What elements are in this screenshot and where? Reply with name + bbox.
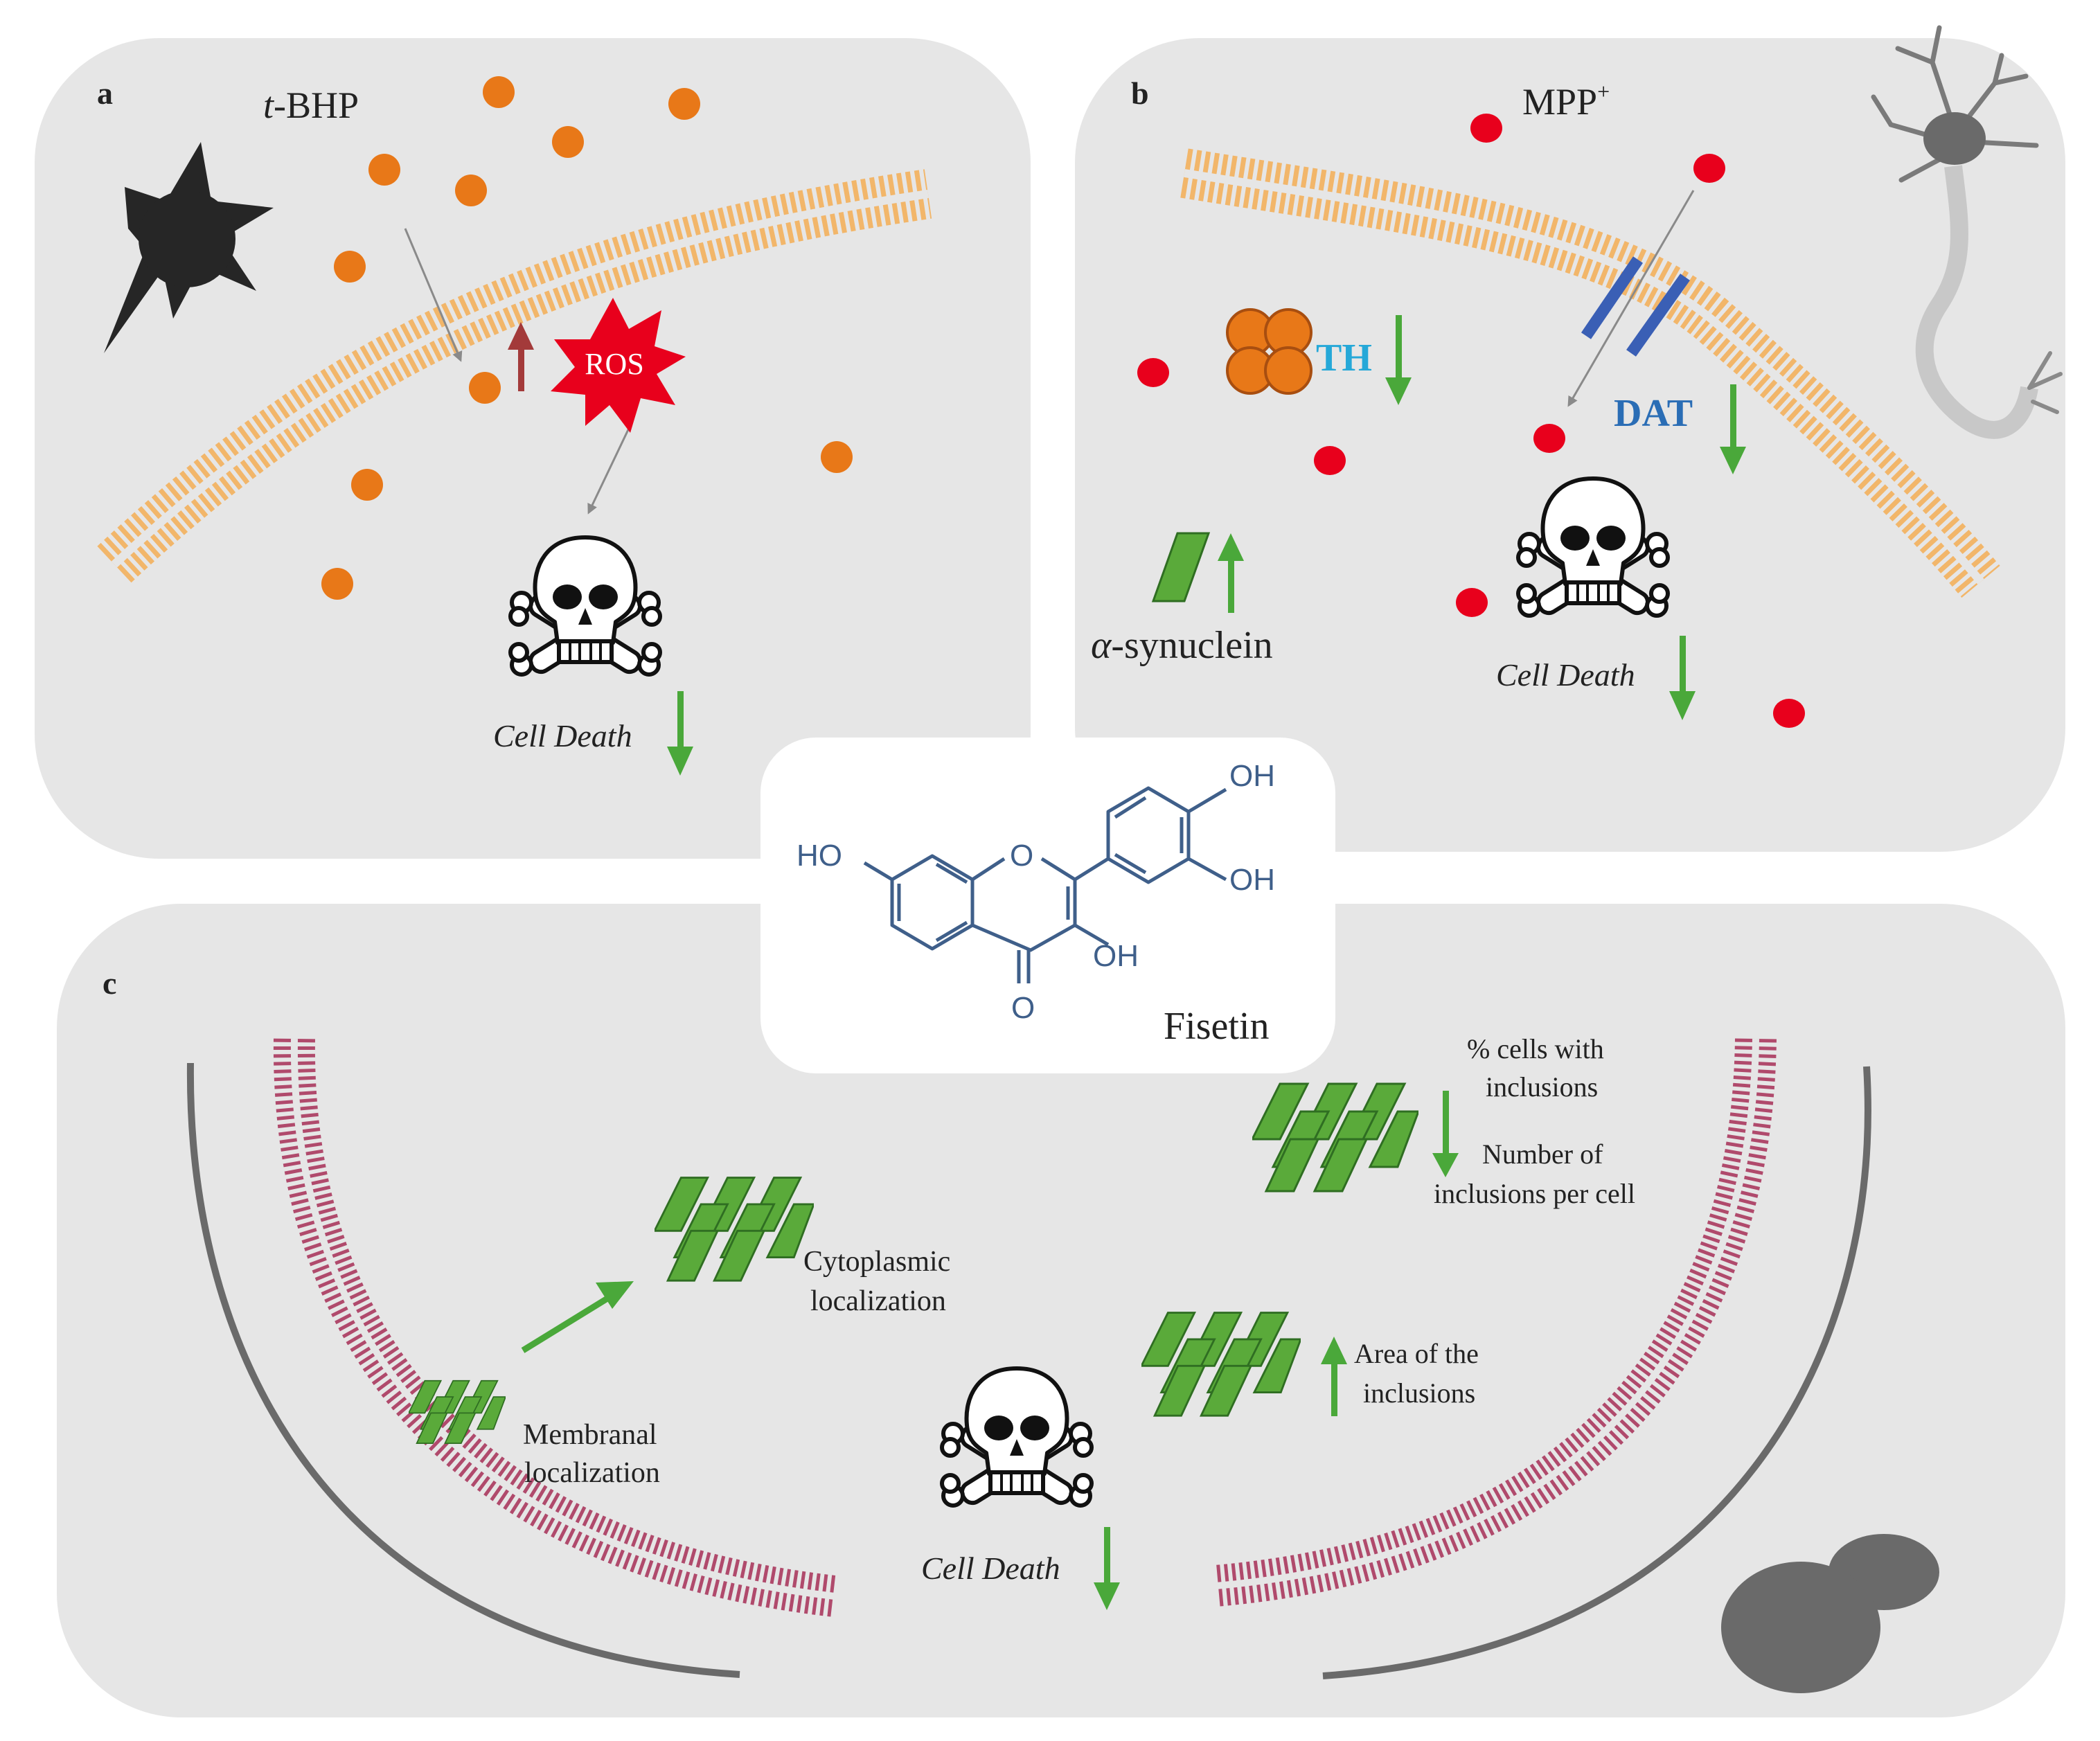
cell-death-a-label: Cell Death — [493, 718, 632, 753]
cell-death-c-decrease-arrow — [1094, 1527, 1120, 1610]
cells-with-line2: inclusions — [1486, 1071, 1598, 1102]
number-line2: inclusions per cell — [1434, 1178, 1635, 1209]
panel-b-label: b — [1131, 75, 1149, 111]
panel-a-label: a — [97, 75, 113, 111]
ros-burst-icon: ROS — [551, 298, 686, 433]
cytoplasmic-line2: localization — [810, 1285, 946, 1317]
cytoplasmic-line1: Cytoplasmic — [803, 1246, 950, 1278]
panel-c-label: c — [103, 965, 116, 1001]
atom-o-keto: O — [1011, 991, 1035, 1025]
area-line1: Area of the — [1354, 1338, 1479, 1369]
cell-death-a-decrease-arrow — [667, 691, 693, 776]
area-line2: inclusions — [1363, 1377, 1475, 1409]
glial-cell-icon — [104, 142, 274, 353]
cell-death-c-label: Cell Death — [921, 1551, 1060, 1586]
th-enzyme-icon — [1226, 308, 1312, 395]
neuron-icon — [1871, 25, 2063, 439]
atom-o-ring: O — [1010, 839, 1033, 873]
ros-label: ROS — [585, 347, 644, 381]
panel-a: a t-BHP ROS — [97, 75, 932, 776]
number-line1: Number of — [1482, 1139, 1603, 1170]
cell-death-b-decrease-arrow — [1669, 636, 1696, 720]
alpha-synuclein-increase-arrow — [1218, 533, 1244, 613]
alpha-synuclein-icon — [1151, 532, 1211, 602]
tbhp-label: t-BHP — [263, 84, 359, 126]
mpp-particles — [1137, 114, 1805, 728]
panel-b: b — [1091, 25, 2063, 728]
arrow-mpp-uptake — [1567, 190, 1695, 407]
dat-transporter-icon — [1581, 256, 1690, 357]
atom-ho-left: HO — [797, 839, 842, 873]
alpha-synuclein-label: α-synuclein — [1091, 624, 1273, 667]
dat-label: DAT — [1614, 392, 1693, 435]
membranal-line1: Membranal — [523, 1419, 657, 1451]
ros-increase-arrow — [508, 322, 534, 391]
atom-oh-top: OH — [1229, 759, 1275, 793]
arrow-ros-to-death — [587, 422, 633, 515]
yeast-cell-icon — [1721, 1534, 1939, 1693]
mpp-label: MPP+ — [1522, 79, 1610, 123]
th-decrease-arrow — [1385, 315, 1412, 405]
cells-with-line1: % cells with — [1467, 1033, 1604, 1064]
atom-oh-low: OH — [1093, 939, 1139, 973]
membranal-line2: localization — [524, 1457, 660, 1489]
fisetin-structure — [863, 786, 1227, 983]
fisetin-atom-labels: HO O OH OH OH O — [797, 759, 1275, 1025]
center-molecule-box — [760, 738, 1335, 1073]
cell-death-b-label: Cell Death — [1496, 657, 1635, 693]
cells-with-inclusions-decrease-arrow — [1432, 1091, 1459, 1177]
atom-oh-mid: OH — [1229, 863, 1275, 897]
relocalization-arrow — [521, 1281, 634, 1353]
th-label: TH — [1316, 337, 1372, 380]
dat-decrease-arrow — [1720, 384, 1746, 474]
arrow-tbhp-in — [404, 228, 463, 362]
fisetin-name: Fisetin — [1164, 1005, 1269, 1048]
tbhp-particles — [321, 76, 853, 600]
area-increase-arrow — [1321, 1337, 1347, 1416]
cell-wall-right — [1322, 1066, 1871, 1679]
panel-c: c Membranal localization Cytoplasmic loc… — [103, 965, 1939, 1693]
panel-b-background — [1075, 38, 2065, 852]
cell-wall-left — [186, 1062, 740, 1678]
